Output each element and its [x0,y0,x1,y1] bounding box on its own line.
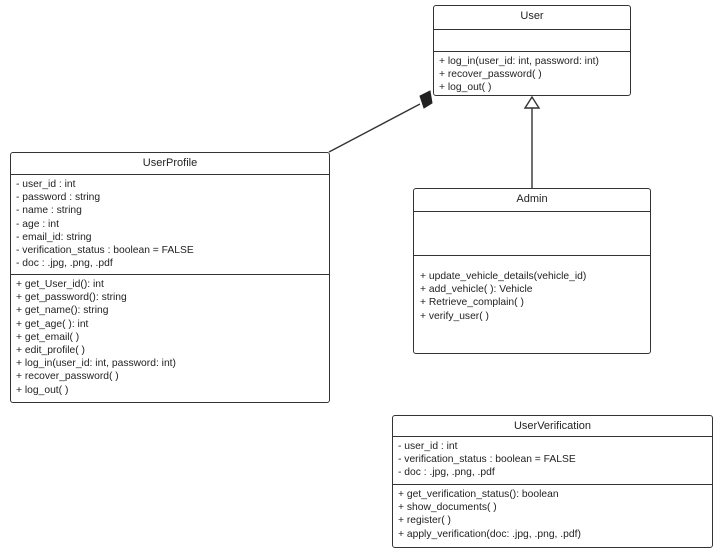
operation: + log_in(user_id: int, password: int) [16,358,176,370]
operation: + get_User_id(): int [16,279,104,290]
operation: + recover_password( ) [439,69,542,81]
composition-line [328,103,421,153]
operation: + show_documents( ) [398,502,497,514]
attribute: - doc : .jpg, .png, .pdf [398,467,495,479]
operation: + log_out( ) [439,82,492,94]
operation: + verify_user( ) [420,310,489,322]
operation: + register( ) [398,515,451,527]
class-user-operations: + log_in(user_id: int, password: int) + … [434,52,630,95]
operation: + add_vehicle( ): Vehicle [420,284,533,296]
class-user-attributes [434,30,630,52]
class-user[interactable]: User + log_in(user_id: int, password: in… [433,5,631,96]
attribute: - doc : .jpg, .png, .pdf [16,258,113,270]
generalization-arrow-icon [523,95,541,109]
operation: + get_age( ): int [16,318,89,330]
class-userprofile[interactable]: UserProfile - user_id : int - password :… [10,152,330,403]
operation: + get_name(): string [16,305,109,317]
class-userprofile-attributes: - user_id : int - password : string - na… [11,175,329,275]
attribute: - email_id: string [16,231,92,243]
class-userverification-attributes: - user_id : int - verification_status : … [393,437,712,485]
attribute: - name : string [16,205,82,217]
operation: + apply_verification(doc: .jpg, .png, .p… [398,528,581,540]
class-admin-attributes [414,212,650,256]
operation: + get_email( ) [16,331,80,343]
class-userverification[interactable]: UserVerification - user_id : int - verif… [392,415,713,548]
composition-diamond-icon [419,90,433,109]
attribute: - user_id : int [16,179,76,190]
class-admin-name: Admin [414,189,650,212]
attribute: - age : int [16,218,59,230]
operation: + update_vehicle_details(vehicle_id) [420,271,587,282]
operation: + log_out( ) [16,384,69,396]
class-user-name: User [434,6,630,30]
operation: + Retrieve_complain( ) [420,297,524,309]
operation: + get_password(): string [16,292,127,304]
class-userprofile-name: UserProfile [11,153,329,175]
operation: + get_verification_status(): boolean [398,489,559,500]
attribute: - password : string [16,192,101,204]
operation: + edit_profile( ) [16,345,85,357]
class-admin-operations: + update_vehicle_details(vehicle_id) + a… [414,256,650,323]
operation: + log_in(user_id: int, password: int) [439,56,599,67]
attribute: - user_id : int [398,441,458,452]
class-userverification-name: UserVerification [393,416,712,437]
operation: + recover_password( ) [16,371,119,383]
class-userverification-operations: + get_verification_status(): boolean + s… [393,485,712,541]
attribute: - verification_status : boolean = FALSE [16,245,194,257]
class-userprofile-operations: + get_User_id(): int + get_password(): s… [11,275,329,397]
class-admin[interactable]: Admin + update_vehicle_details(vehicle_i… [413,188,651,354]
attribute: - verification_status : boolean = FALSE [398,454,576,466]
